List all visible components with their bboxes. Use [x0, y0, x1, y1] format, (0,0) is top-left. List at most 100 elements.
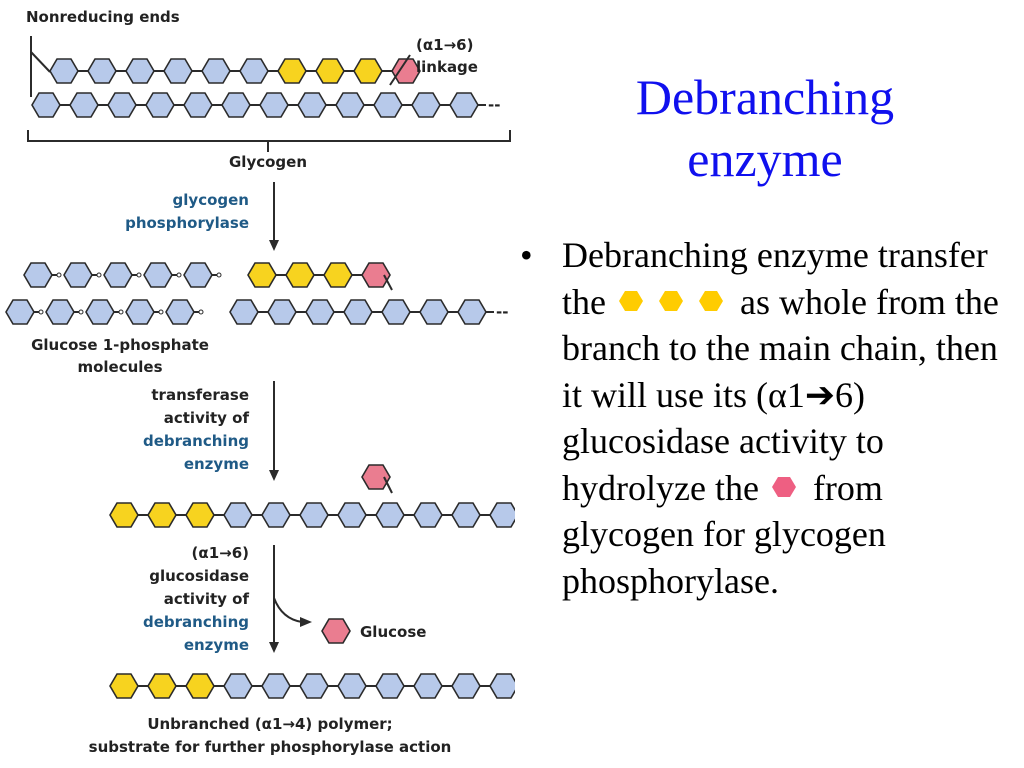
phosphorylase-label-line2: phosphorylase	[125, 214, 249, 232]
branch-connectors	[383, 274, 393, 494]
branch-chain-unit	[201, 58, 231, 84]
main-chain-unit	[297, 92, 327, 118]
remaining-branch-unit	[285, 262, 315, 288]
bullet-item: • Debranching enzyme transfer the as who…	[520, 232, 1010, 604]
main-chain-after-phosphorylase-unit	[457, 299, 487, 325]
body-text-part2: as whole from the branch to the main cha…	[562, 281, 999, 415]
glucose-1-phosphate	[23, 262, 53, 288]
glycogen-label: Glycogen	[229, 153, 307, 171]
branch-chain-unit	[49, 58, 79, 84]
unbranched-polymer-unit	[147, 673, 177, 699]
unbranched-polymer-unit	[261, 673, 291, 699]
main-chain-unit	[221, 92, 251, 118]
glucose-1-phosphate	[85, 299, 115, 325]
unbranched-polymer-unit	[489, 673, 515, 699]
main-chain-after-transfer-unit	[147, 502, 177, 528]
glucose-1-phosphate-phosphate-dot	[38, 309, 44, 315]
main-chain-after-transfer-unit	[451, 502, 481, 528]
main-chain-after-phosphorylase-unit	[381, 299, 411, 325]
three-yellow-hexagons-icon	[618, 290, 723, 311]
glucose-1-phosphate-phosphate-dot	[198, 309, 204, 315]
main-chain-unit	[107, 92, 137, 118]
g1p-label-line2: molecules	[77, 358, 162, 376]
glucose-1-phosphate	[63, 262, 93, 288]
glucose-1-phosphate	[165, 299, 195, 325]
main-chain-after-transfer-unit	[337, 502, 367, 528]
main-chain-after-phosphorylase-unit	[267, 299, 297, 325]
main-chain-unit	[183, 92, 213, 118]
main-chain-unit	[145, 92, 175, 118]
main-chain-after-transfer-unit	[375, 502, 405, 528]
glucosidase-label-line4: debranching	[143, 613, 249, 631]
result-label-line2: substrate for further phosphorylase acti…	[89, 738, 452, 756]
transferase-label-line4: enzyme	[184, 455, 249, 473]
branch-chain-unit	[163, 58, 193, 84]
branch-chain-unit	[391, 58, 421, 84]
glucosidase-label-line5: enzyme	[184, 636, 249, 654]
bullet-paragraph: Debranching enzyme transfer the as whole…	[562, 232, 1010, 604]
remaining-branch-unit	[361, 262, 391, 288]
main-chain-after-transfer-unit	[109, 502, 139, 528]
main-chain-after-phosphorylase-unit	[229, 299, 259, 325]
linkage-label-line2: linkage	[416, 58, 478, 76]
main-chain-after-transfer-unit	[413, 502, 443, 528]
glucose-unit-chains: --------	[5, 58, 515, 699]
glucose-1-phosphate-phosphate-dot	[118, 309, 124, 315]
glucosidase-label-line2: glucosidase	[149, 567, 249, 585]
glucose-1-phosphate	[183, 262, 213, 288]
glucose-1-phosphate	[45, 299, 75, 325]
released-glucose-unit	[321, 618, 351, 644]
unbranched-polymer-unit	[185, 673, 215, 699]
glucose-1-phosphate-phosphate-dot	[78, 309, 84, 315]
main-chain-after-transfer-unit	[223, 502, 253, 528]
glucose-1-phosphate	[103, 262, 133, 288]
main-chain-after-transfer-unit	[185, 502, 215, 528]
glucose-1-phosphate-phosphate-dot	[96, 272, 102, 278]
unbranched-polymer-unit	[413, 673, 443, 699]
main-chain-after-transfer-unit	[261, 502, 291, 528]
unbranched-polymer-unit	[109, 673, 139, 699]
chain-continuation-dashes: --	[488, 96, 500, 114]
main-chain-after-phosphorylase-unit	[305, 299, 335, 325]
main-chain-unit	[31, 92, 61, 118]
remaining-branch-unit	[247, 262, 277, 288]
body-text-part4: from glycogen for glycogen phosphorylase…	[562, 467, 886, 601]
branch-chain-unit	[315, 58, 345, 84]
glucose-1-phosphate	[5, 299, 35, 325]
glycogen-brace	[27, 130, 511, 152]
main-chain-unit	[373, 92, 403, 118]
main-chain-unit	[259, 92, 289, 118]
body-text-part1: Debranching enzyme transfer the	[562, 235, 988, 322]
chain-continuation-dashes: --	[496, 303, 508, 321]
glucose-label: Glucose	[360, 623, 426, 641]
glucose-1-phosphate-phosphate-dot	[136, 272, 142, 278]
remaining-branch-unit	[323, 262, 353, 288]
main-chain-unit	[335, 92, 365, 118]
main-chain-after-phosphorylase-unit	[343, 299, 373, 325]
glycogen-debranching-diagram: -------- Nonreducing ends (α1→6) linkage…	[5, 8, 515, 756]
branch-chain-unit	[125, 58, 155, 84]
branch-chain-unit	[87, 58, 117, 84]
main-chain-after-transfer-unit	[299, 502, 329, 528]
glucose-1-phosphate-phosphate-dot	[216, 272, 222, 278]
g1p-label-line1: Glucose 1-phosphate	[31, 336, 209, 354]
nonreducing-ends-label: Nonreducing ends	[26, 8, 180, 26]
main-chain-after-transfer-unit	[489, 502, 515, 528]
slide-title-line2: enzyme	[687, 131, 843, 187]
unbranched-polymer-unit	[451, 673, 481, 699]
main-chain-after-phosphorylase-unit	[419, 299, 449, 325]
main-chain-unit	[69, 92, 99, 118]
glucose-1-phosphate	[143, 262, 173, 288]
transferase-label-line2: activity of	[164, 409, 250, 427]
branch-chain-unit	[277, 58, 307, 84]
slide-title-line1: Debranching	[635, 69, 895, 125]
branch-chain-unit	[353, 58, 383, 84]
glucose-1-phosphate-phosphate-dot	[56, 272, 62, 278]
branch-chain-unit	[239, 58, 269, 84]
glucosidase-label-line1: (α1→6)	[192, 544, 249, 562]
unbranched-polymer-unit	[223, 673, 253, 699]
glucosidase-label-line3: activity of	[164, 590, 250, 608]
top-annotation-lines	[30, 36, 411, 97]
slide-title: Debranching enzyme	[555, 66, 975, 190]
phosphorylase-label-line1: glycogen	[173, 191, 249, 209]
